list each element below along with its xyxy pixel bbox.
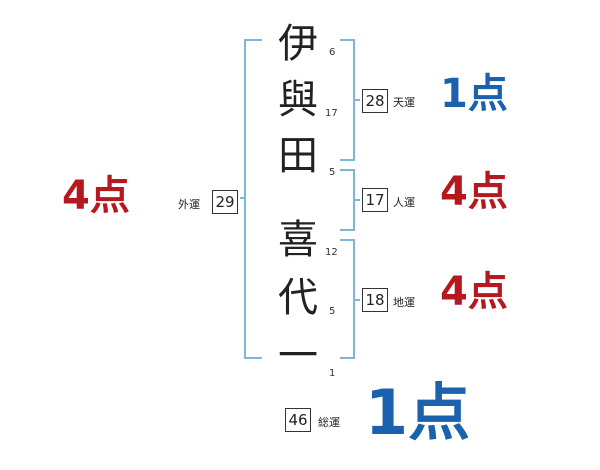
tenkaku-label: 天運 — [393, 96, 415, 109]
soukaku-score: 1点 — [365, 376, 471, 449]
tenkaku-value-box: 28 — [362, 89, 388, 113]
name-char-2: 與 — [278, 77, 318, 123]
name-char-3: 田 — [278, 133, 318, 179]
stroke-count-6: 1 — [329, 368, 336, 379]
jinkaku-bracket — [340, 169, 360, 231]
gaikaku-bracket — [240, 39, 262, 359]
chikaku-label: 地運 — [393, 296, 415, 309]
jinkaku-label: 人運 — [393, 196, 415, 209]
name-char-6: 一 — [278, 333, 318, 379]
chikaku-score: 4点 — [440, 269, 508, 315]
stroke-count-3: 5 — [329, 167, 336, 178]
chikaku-value-box: 18 — [362, 288, 388, 312]
name-char-4: 喜 — [278, 217, 318, 263]
soukaku-value-box: 46 — [285, 408, 311, 432]
stroke-count-1: 6 — [329, 47, 336, 58]
stroke-count-2: 17 — [325, 108, 338, 119]
jinkaku-value-box: 17 — [362, 188, 388, 212]
name-char-1: 伊 — [278, 21, 318, 67]
soukaku-label: 総運 — [318, 416, 340, 429]
chikaku-bracket — [340, 239, 360, 359]
tenkaku-score: 1点 — [440, 71, 508, 117]
tenkaku-bracket — [340, 39, 360, 161]
stroke-count-5: 5 — [329, 306, 336, 317]
gaikaku-label: 外運 — [178, 198, 200, 211]
stroke-count-4: 12 — [325, 247, 338, 258]
name-char-5: 代 — [278, 275, 318, 321]
gaikaku-value-box: 29 — [212, 190, 238, 214]
jinkaku-score: 4点 — [440, 169, 508, 215]
gaikaku-score: 4点 — [62, 173, 130, 219]
